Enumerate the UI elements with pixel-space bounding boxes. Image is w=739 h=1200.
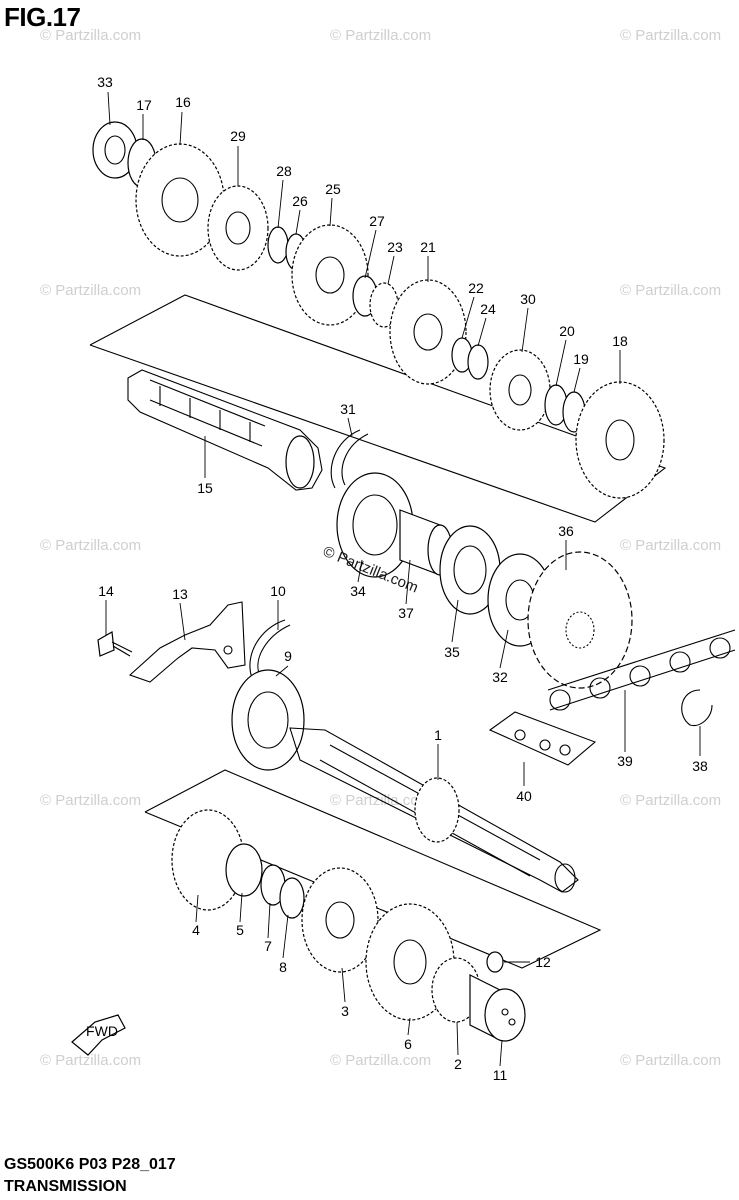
part-labels: 33 17 16 29 28 26 25 27 23 21 22 24 30 2… <box>97 74 708 1083</box>
part-label-28: 28 <box>276 163 292 179</box>
figure-title: FIG.17 <box>4 2 81 32</box>
part-label-33: 33 <box>97 74 113 90</box>
watermark: © Partzilla.com <box>40 537 141 554</box>
forward-direction-arrow: FWD <box>71 1014 126 1056</box>
watermark: © Partzilla.com <box>40 27 141 44</box>
part-label-19: 19 <box>573 351 589 367</box>
diagram-code: GS500K6 P03 P28_017 <box>4 1156 176 1173</box>
diagram-name: TRANSMISSION <box>4 1178 127 1195</box>
part-label-29: 29 <box>230 128 246 144</box>
part-label-31: 31 <box>340 401 356 417</box>
part-label-6: 6 <box>404 1036 412 1052</box>
part-label-9: 9 <box>284 648 292 664</box>
watermark: © Partzilla.com <box>620 537 721 554</box>
watermark: © Partzilla.com <box>620 1052 721 1069</box>
part-label-25: 25 <box>325 181 341 197</box>
part-label-1: 1 <box>434 727 442 743</box>
part-label-13: 13 <box>172 586 188 602</box>
watermark: © Partzilla.com <box>40 282 141 299</box>
watermark: © Partzilla.com <box>620 282 721 299</box>
part-label-30: 30 <box>520 291 536 307</box>
watermark: © Partzilla.com <box>40 792 141 809</box>
part-label-35: 35 <box>444 644 460 660</box>
driveshaft-assembly <box>144 669 602 1042</box>
part-label-12: 12 <box>535 954 551 970</box>
sprocket-chain-assembly <box>330 429 736 766</box>
part-label-4: 4 <box>192 922 200 938</box>
part-label-34: 34 <box>350 583 366 599</box>
part-label-10: 10 <box>270 583 286 599</box>
part-label-20: 20 <box>559 323 575 339</box>
part-label-11: 11 <box>493 1067 508 1083</box>
part-label-27: 27 <box>369 213 385 229</box>
part-label-14: 14 <box>98 583 114 599</box>
countershaft-assembly <box>89 121 667 523</box>
part-label-8: 8 <box>279 959 287 975</box>
part-label-17: 17 <box>136 97 152 113</box>
watermark: © Partzilla.com <box>330 1052 431 1069</box>
part-label-3: 3 <box>341 1003 349 1019</box>
part-label-40: 40 <box>516 788 532 804</box>
part-label-39: 39 <box>617 753 633 769</box>
part-label-2: 2 <box>454 1056 462 1072</box>
part-label-36: 36 <box>558 523 574 539</box>
part-label-38: 38 <box>692 758 708 774</box>
watermark: © Partzilla.com <box>620 27 721 44</box>
part-label-23: 23 <box>387 239 403 255</box>
part-label-22: 22 <box>468 280 484 296</box>
part-label-15: 15 <box>197 480 213 496</box>
watermark: © Partzilla.com <box>620 792 721 809</box>
part-label-16: 16 <box>175 94 191 110</box>
part-label-7: 7 <box>264 938 272 954</box>
part-label-5: 5 <box>236 922 244 938</box>
watermark: © Partzilla.com <box>330 27 431 44</box>
leader-lines <box>105 91 701 1067</box>
watermark: © Partzilla.com <box>40 1052 141 1069</box>
retainer-hardware <box>97 601 291 683</box>
fwd-label: FWD <box>86 1023 118 1039</box>
part-label-24: 24 <box>480 301 496 317</box>
part-label-26: 26 <box>292 193 308 209</box>
part-label-21: 21 <box>420 239 436 255</box>
watermark-group: © Partzilla.com © Partzilla.com © Partzi… <box>40 27 721 1069</box>
part-label-37: 37 <box>398 605 414 621</box>
part-label-32: 32 <box>492 669 508 685</box>
part-label-18: 18 <box>612 333 628 349</box>
